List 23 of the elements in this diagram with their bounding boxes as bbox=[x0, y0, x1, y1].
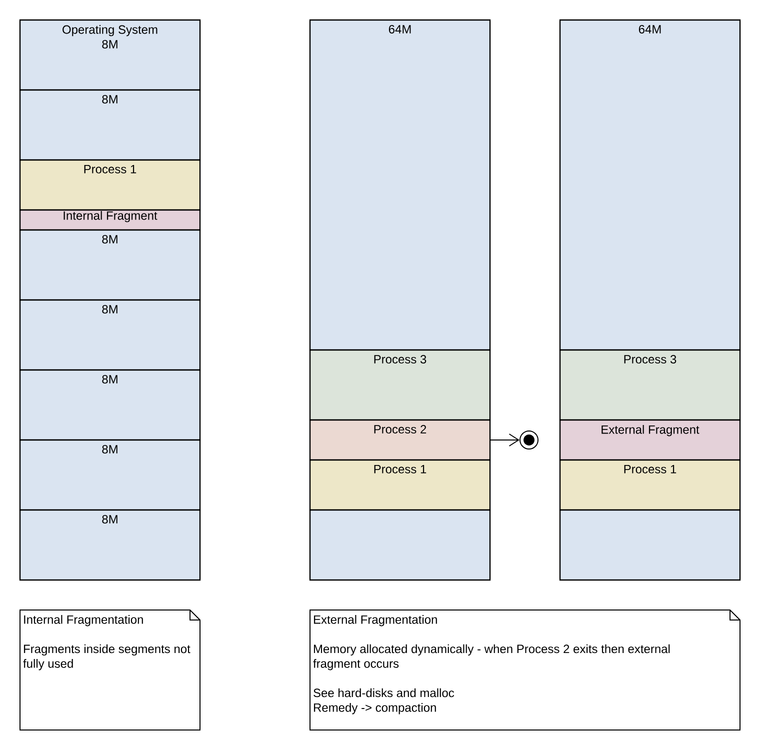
memory-segment: External Fragment bbox=[559, 419, 741, 461]
memory-segment: 64M bbox=[559, 19, 741, 351]
memory-segment: Process 1 bbox=[309, 459, 491, 511]
memory-segment: 8M bbox=[19, 89, 201, 161]
memory-segment: Process 1 bbox=[19, 159, 201, 211]
arrow bbox=[490, 434, 520, 446]
memory-segment: Process 2 bbox=[309, 419, 491, 461]
memory-segment: 8M bbox=[19, 509, 201, 581]
memory-segment: 8M bbox=[19, 369, 201, 441]
memory-segment: 8M bbox=[19, 439, 201, 511]
memory-block bbox=[559, 509, 741, 581]
memory-segment: 64M bbox=[309, 19, 491, 351]
memory-segment: Process 1 bbox=[559, 459, 741, 511]
memory-segment: 8M bbox=[19, 299, 201, 371]
memory-segment: Process 3 bbox=[559, 349, 741, 421]
memory-segment: Process 3 bbox=[309, 349, 491, 421]
final-state-symbol bbox=[520, 430, 538, 450]
note: Internal Fragmentation Fragments inside segments not fully used bbox=[20, 610, 200, 730]
memory-block bbox=[309, 509, 491, 581]
memory-segment: Internal Fragment bbox=[19, 209, 201, 231]
memory-segment: Operating System 8M bbox=[19, 19, 201, 91]
memory-segment: 8M bbox=[19, 229, 201, 301]
note: External Fragmentation Memory allocated dynamically - when Process 2 exits then external fragment occurs See hard-disks and malloc Remedy -> compaction bbox=[310, 610, 740, 730]
